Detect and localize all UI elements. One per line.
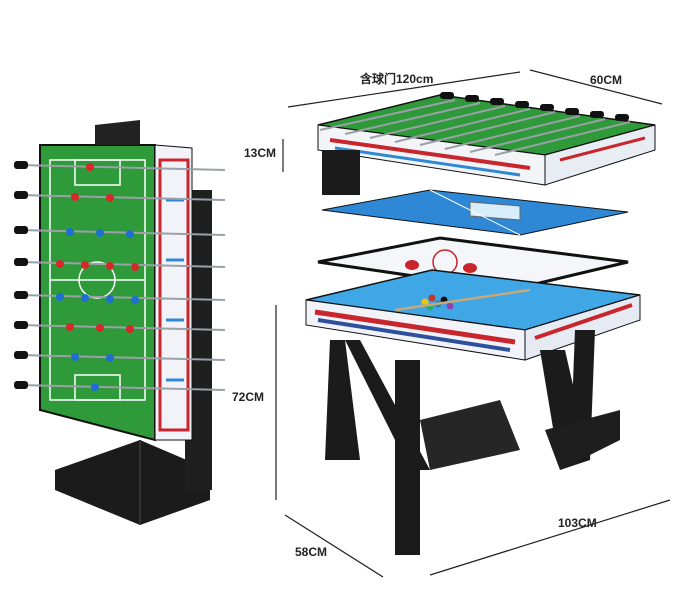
dimension-base-length-label: 103CM	[558, 516, 597, 530]
multi-game-table-illustration	[275, 69, 671, 578]
dimension-table-height-label: 72CM	[232, 390, 265, 404]
folded-table-illustration	[14, 120, 226, 525]
dimension-length-label: 含球门120cm	[360, 72, 434, 86]
dimension-width-label: 60CM	[590, 73, 623, 87]
dimension-base-width-label: 58CM	[295, 545, 328, 559]
dimension-side-height-label: 13CM	[244, 146, 277, 160]
